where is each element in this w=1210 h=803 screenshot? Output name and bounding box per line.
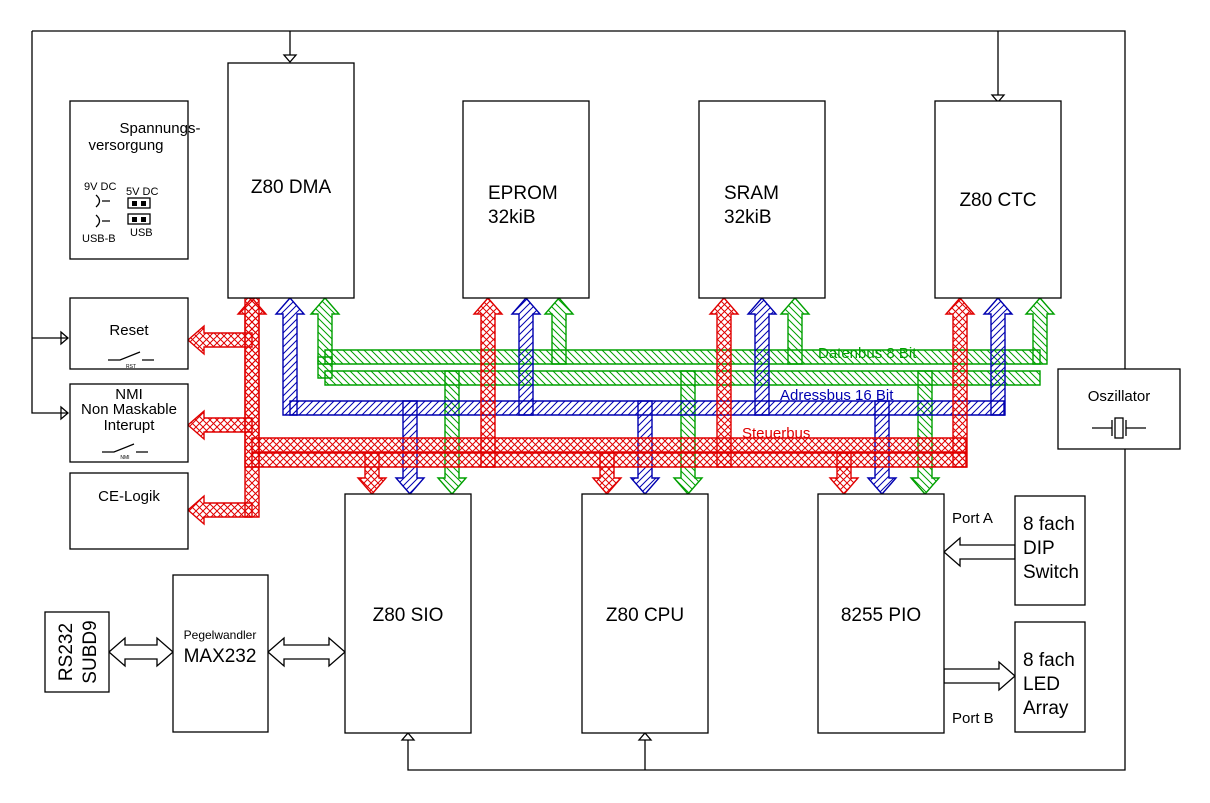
power-title-1: Spannungs- [120,120,201,137]
nmi-label-1: NMI [115,386,143,403]
rs232-connector-block: RS232 SUBD9 [44,611,110,693]
oscillator-block: Oszillator [1057,368,1181,450]
power-9v-label: 9V DC [84,181,116,193]
data-bus-up-1 [543,296,575,365]
port-a-arrow [943,536,1016,568]
control-bus-left-2 [186,494,253,526]
control-bus-down-2 [828,452,860,496]
jack-icon [95,194,110,228]
reset-block: Reset RST [69,297,189,370]
eprom-size: 32kiB [488,207,536,228]
power-usb-label: USB [130,227,153,239]
power-5v-label: 5V DC [126,186,158,198]
port-b-label: Port B [952,710,994,727]
nmi-block: NMI Non Maskable Interupt NMI [69,383,189,463]
z80-dma-label: Z80 DMA [251,177,332,198]
control-bus-down-0 [356,452,388,496]
control-bus-left-1 [186,409,253,441]
port-b-arrow [943,660,1016,692]
power-supply-block: Spannungs- versorgung 9V DC 5V DC USB-B … [69,100,201,260]
nmi-label-3: Interupt [104,417,156,434]
control-bus-up-3 [944,296,976,468]
control-bus-up-1 [472,296,504,468]
sram-label: SRAM [724,183,779,204]
sram-size: 32kiB [724,207,772,228]
dip-label-1: 8 fach [1023,514,1075,535]
nmi-switch-label: NMI [120,455,129,461]
control-bus-label: Steuerbus [742,425,810,442]
oscillator-label: Oszillator [1088,388,1151,405]
led-array-block: 8 fach LED Array [1014,621,1086,733]
eprom-block: EPROM 32kiB [462,100,590,299]
control-bus-up-2 [708,296,740,468]
address-bus-up-0 [274,296,306,416]
bus-layer [108,296,1056,692]
data-bus-up-2 [779,296,811,365]
control-bus-down-1 [591,452,623,496]
ce-logic-label: CE-Logik [98,488,160,505]
dip-switch-block: 8 fach DIP Switch [1014,495,1086,606]
pio-8255-block: 8255 PIO [817,493,945,734]
data-bus-trunk [324,349,1041,365]
address-bus-up-3 [982,296,1014,416]
z80-ctc-label: Z80 CTC [959,190,1036,211]
z80-cpu-block: Z80 CPU [581,493,709,734]
nmi-switch-icon [102,443,148,453]
data-bus-down-2 [909,370,941,496]
control-bus-left-0 [186,324,253,356]
pio-8255-label: 8255 PIO [841,605,921,626]
data-bus-label: Datenbus 8 Bit [818,345,917,362]
z80-dma-block: Z80 DMA [227,62,355,299]
rs232-link [108,636,174,668]
level-shifter-block: Pegelwandler MAX232 [172,574,269,733]
control-bus-left-trunk [244,297,260,518]
z80-sio-label: Z80 SIO [373,605,444,626]
reset-switch-icon [108,351,154,361]
rs232-label-1: RS232 [56,623,77,681]
data-bus-up-3 [1024,296,1056,365]
z80-cpu-label: Z80 CPU [606,605,684,626]
led-label-3: Array [1023,698,1069,719]
power-title-2: versorgung [88,137,163,154]
address-bus-up-2 [746,296,778,416]
dip-label-2: DIP [1023,538,1055,559]
reset-switch-label: RST [126,364,136,370]
crystal-icon [1092,417,1146,439]
level-shifter-title: Pegelwandler [184,628,257,642]
sio-link [267,636,346,668]
led-label-2: LED [1023,674,1060,695]
level-shifter-chip: MAX232 [184,646,257,667]
port-a-label: Port A [952,510,993,527]
rs232-label-2: SUBD9 [80,620,101,683]
data-bus-left-link [317,356,333,379]
jumper-icon [127,197,151,225]
address-bus-label: Adressbus 16 Bit [780,387,894,404]
z80-ctc-block: Z80 CTC [934,100,1062,299]
led-label-1: 8 fach [1023,650,1075,671]
dip-label-3: Switch [1023,562,1079,583]
power-usbb-label: USB-B [82,233,116,245]
data-bus-down-1 [672,370,704,496]
address-bus-up-1 [510,296,542,416]
nmi-label-2: Non Maskable [81,401,177,418]
ce-logic-block: CE-Logik [69,472,189,550]
reset-label: Reset [109,322,149,339]
control-bus-trunk [251,437,967,453]
eprom-label: EPROM [488,183,558,204]
data-bus-down-0 [436,370,468,496]
z80-sio-block: Z80 SIO [344,493,472,734]
sram-block: SRAM 32kiB [698,100,826,299]
clock-wiring [31,30,1126,771]
